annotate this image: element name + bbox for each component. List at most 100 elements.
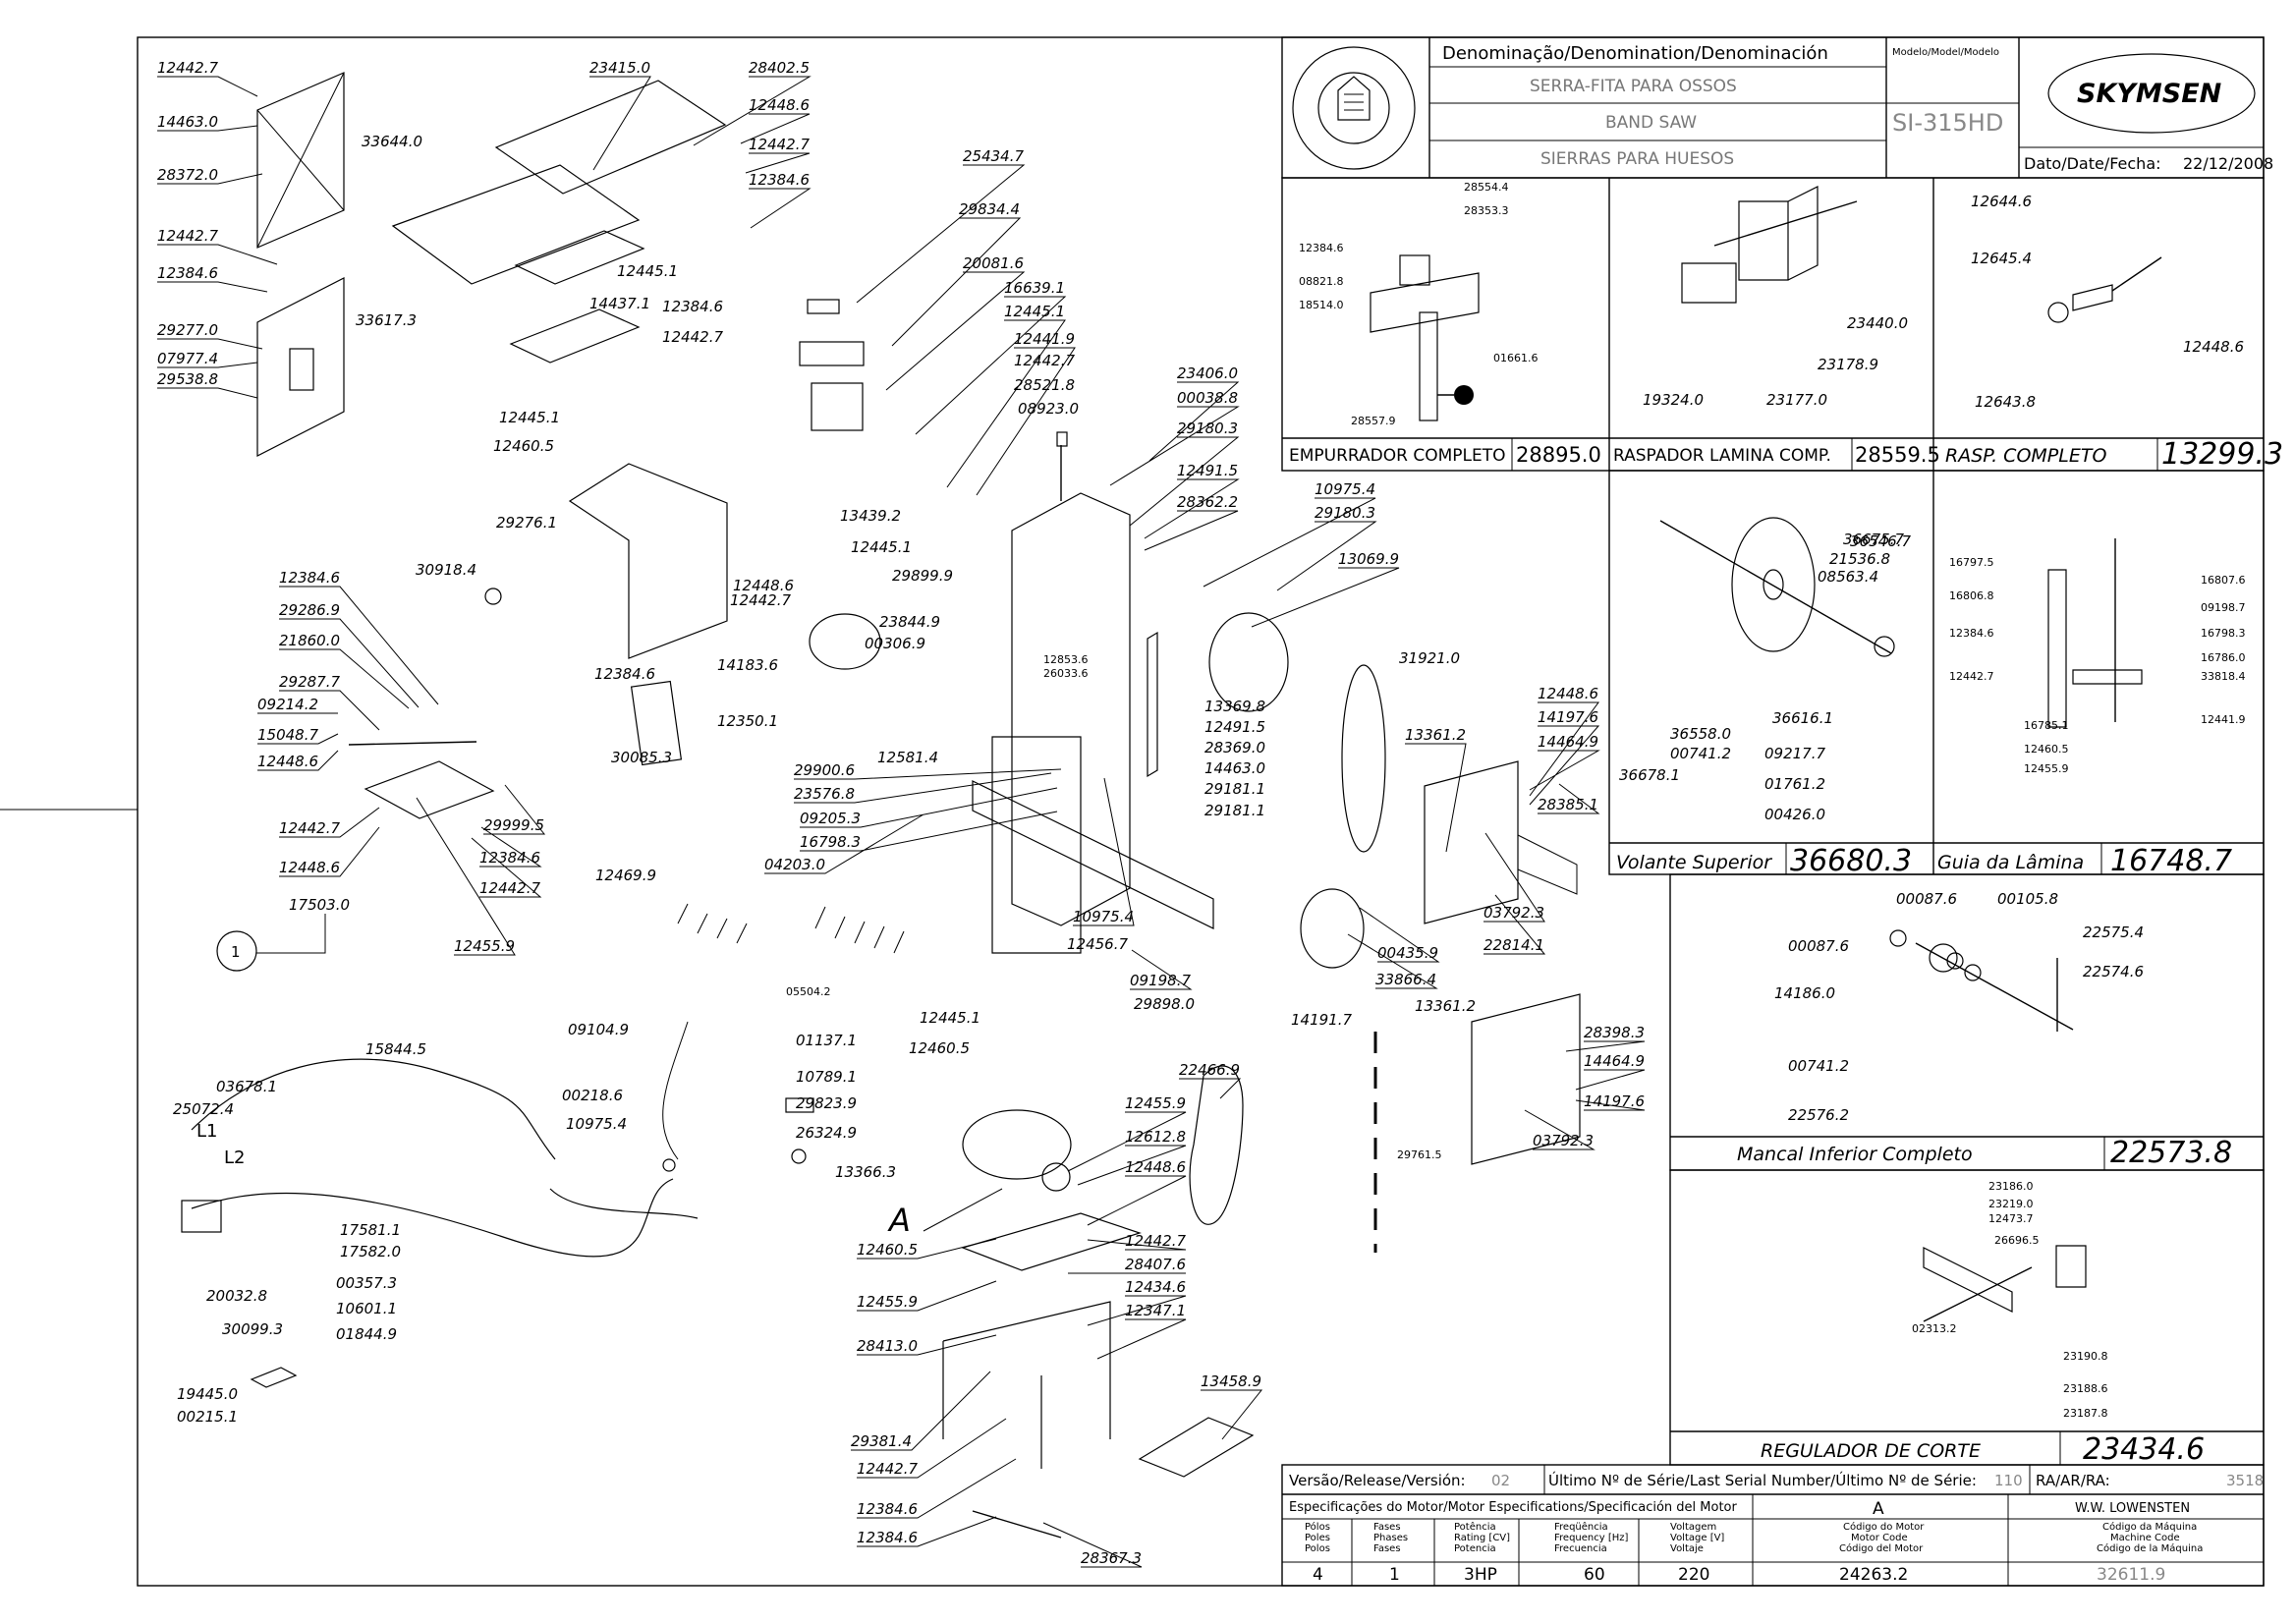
lbl-dr-28385-1: 28385.1	[1538, 796, 1598, 813]
upper-door	[1424, 760, 1519, 924]
lbl-lb-21860-0: 21860.0	[279, 632, 340, 649]
motor-code-value: 24263.2	[1839, 1565, 1908, 1585]
leader-lines	[157, 76, 1646, 1568]
lbl-tt-12442-7-b: 12442.7	[662, 328, 723, 346]
lbl-16785-1: 16785.1	[2024, 719, 2069, 732]
volante-code: 36680.3	[1790, 844, 1912, 878]
lbl-el-19445-0: 19445.0	[177, 1385, 238, 1403]
lbl-ms-12460-5-b: 12460.5	[857, 1241, 918, 1259]
company-name: W.W. LOWENSTEN	[2075, 1501, 2190, 1516]
serial-label: Último Nº de Série/Last Serial Number/Úl…	[1548, 1471, 1977, 1489]
lbl-08821-8: 08821.8	[1299, 275, 1344, 288]
lbl-uw-00306-9: 00306.9	[865, 635, 925, 652]
lbl-ct-29180-3: 29180.3	[1177, 420, 1238, 437]
lbl-tt-12448-6: 12448.6	[749, 96, 810, 114]
lbl-tt-12384-6: 12384.6	[749, 171, 810, 189]
lbl-lb-12455-9: 12455.9	[454, 937, 515, 955]
lbl-dr-28398-3: 28398.3	[1584, 1024, 1645, 1041]
rasp-completo-code: 13299.3	[2161, 437, 2283, 472]
lbl-el-17581-1: 17581.1	[340, 1221, 401, 1239]
lbl-09198-7-g: 09198.7	[2201, 601, 2246, 614]
lbl-uw-29899-9: 29899.9	[892, 567, 953, 585]
lbl-lp-29277-0: 29277.0	[157, 321, 218, 339]
lbl-00426-0: 00426.0	[1764, 806, 1825, 823]
lbl-lp-14463-0: 14463.0	[157, 113, 218, 131]
motor-detail-letter: A	[887, 1202, 911, 1239]
phases-value: 1	[1389, 1565, 1400, 1585]
lbl-lp-29538-8: 29538.8	[157, 370, 218, 388]
name-en: BAND SAW	[1605, 113, 1697, 133]
lbl-el-26324-9: 26324.9	[796, 1124, 857, 1142]
version-value: 02	[1491, 1472, 1510, 1489]
lbl-19324-0: 19324.0	[1643, 391, 1704, 409]
lbl-12644-6: 12644.6	[1971, 193, 2032, 210]
lbl-tt-12442-7: 12442.7	[749, 136, 810, 153]
lbl-bs-23576-8: 23576.8	[794, 785, 855, 803]
motor	[962, 1109, 1072, 1180]
base-beam	[972, 780, 1214, 929]
volante-superior-assembly	[1659, 517, 1895, 657]
lbl-28557-9: 28557.9	[1351, 415, 1396, 427]
lbl-23219-0: 23219.0	[1988, 1198, 2034, 1210]
lbl-el-05504-2: 05504.2	[786, 985, 831, 998]
lbl-26696-5: 26696.5	[1994, 1234, 2040, 1247]
name-es: SIERRAS PARA HUESOS	[1540, 149, 1734, 169]
voltage-head-en: Voltage [V]	[1670, 1533, 1724, 1543]
lbl-uw-29181-1-b: 29181.1	[1204, 802, 1265, 819]
lbl-ct-29180-3-b: 29180.3	[1315, 504, 1375, 522]
lbl-uw-23844-9: 23844.9	[879, 613, 940, 631]
guia-label: Guia da Lâmina	[1937, 852, 2084, 873]
lbl-el-10601-1: 10601.1	[336, 1300, 397, 1317]
lbl-dr-13361-2-b: 13361.2	[1415, 997, 1476, 1015]
lbl-lb-29999-5: 29999.5	[483, 816, 544, 834]
lbl-ms-28413-0: 28413.0	[857, 1337, 918, 1355]
lbl-dc-29834-4: 29834.4	[959, 200, 1020, 218]
lbl-uw-12853-6: 12853.6	[1043, 653, 1089, 666]
motor-spec-columns: Pólos Poles Polos 4 Fases Phases Fases 1…	[1305, 1521, 2203, 1585]
voltage-value: 220	[1678, 1565, 1709, 1585]
lbl-09217-7: 09217.7	[1764, 745, 1825, 762]
lbl-ms-12384-6-b: 12384.6	[857, 1529, 918, 1546]
lbl-12384-6-e: 12384.6	[1299, 242, 1344, 254]
lbl-ct-13069-9: 13069.9	[1338, 550, 1399, 568]
empurrador-label: EMPURRADOR COMPLETO	[1289, 446, 1506, 466]
sheet-border	[137, 36, 2265, 1587]
lbl-16807-6: 16807.6	[2201, 574, 2246, 587]
guia-lamina-assembly	[2047, 538, 2143, 728]
lbl-00087-6-b: 00087.6	[1788, 937, 1849, 955]
poles-head-pt: Pólos	[1305, 1521, 1330, 1533]
date-value: 22/12/2008	[2183, 154, 2273, 173]
lbl-bs-33866-4: 33866.4	[1375, 971, 1436, 988]
lbl-tt-33617-3: 33617.3	[356, 311, 417, 329]
name-pt: SERRA-FITA PARA OSSOS	[1530, 77, 1737, 96]
lbl-uw-26033-6: 26033.6	[1043, 667, 1089, 680]
lbl-01761-2: 01761.2	[1764, 775, 1825, 793]
lbl-uw-13369-8: 13369.8	[1204, 698, 1265, 715]
lbl-00741-2-v: 00741.2	[1670, 745, 1731, 762]
date-label: Dato/Date/Fecha:	[2024, 154, 2161, 173]
guia-code: 16748.7	[2110, 844, 2232, 878]
lbl-el-29823-9: 29823.9	[796, 1094, 857, 1112]
lbl-el-30099-3: 30099.3	[222, 1320, 283, 1338]
title-block: Denominação/Denomination/Denominación Mo…	[1281, 36, 2273, 179]
lower-saw-wheel	[1300, 888, 1365, 969]
lbl-lb-15048-7: 15048.7	[257, 726, 318, 744]
motor-code-head-es: Código del Motor	[1839, 1542, 1924, 1554]
lbl-ct-12445-1: 12445.1	[1004, 303, 1065, 320]
lbl-el-15844-5: 15844.5	[365, 1040, 426, 1058]
subassembly-grid	[1281, 177, 2265, 1466]
phases-head-es: Fases	[1373, 1543, 1401, 1554]
version-label: Versão/Release/Versión:	[1289, 1472, 1466, 1489]
lbl-el-20032-8: 20032.8	[206, 1287, 267, 1305]
lbl-23178-9: 23178.9	[1818, 356, 1878, 373]
lbl-lb-12384-6: 12384.6	[279, 569, 340, 587]
rating-head-en: Rating [CV]	[1454, 1533, 1510, 1543]
machine-code-head-en: Machine Code	[2110, 1533, 2180, 1543]
lbl-lp-12442-7-a: 12442.7	[157, 59, 218, 77]
lbl-el-10975-4: 10975.4	[566, 1115, 627, 1133]
callout-number: 1	[231, 943, 241, 961]
lbl-ms-12455-9-b: 12455.9	[857, 1293, 918, 1311]
lbl-bs-09198-7: 09198.7	[1130, 972, 1191, 989]
lbl-tt-12445-1: 12445.1	[617, 262, 678, 280]
